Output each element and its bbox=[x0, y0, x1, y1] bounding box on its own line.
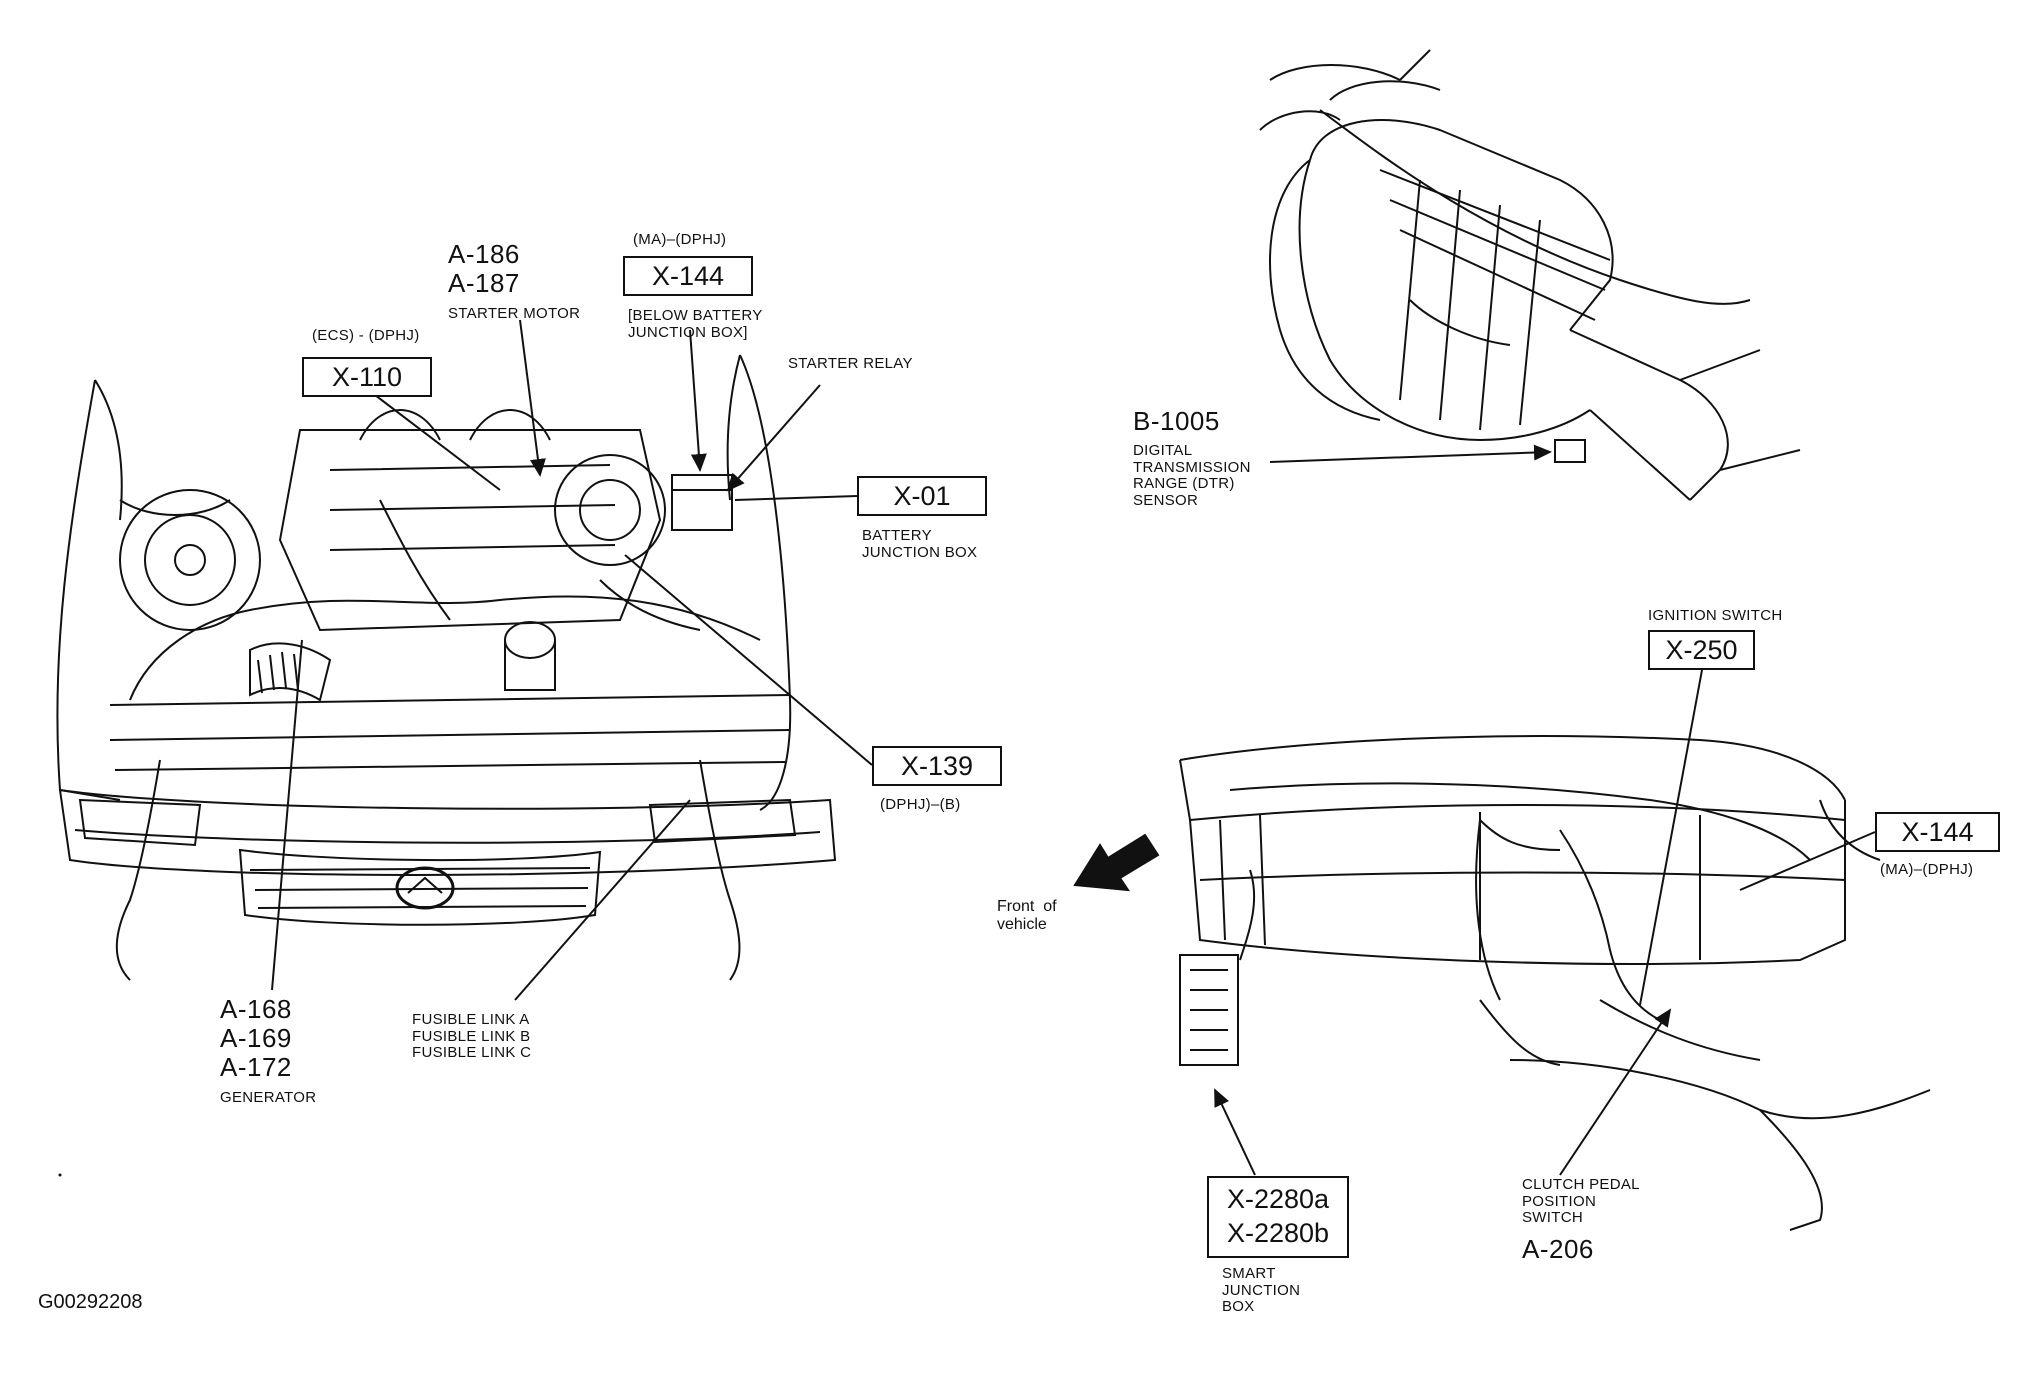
x144-right-connector-box: X-144 bbox=[1875, 812, 2000, 852]
x144-top-qualifier: (MA)–(DPHJ) bbox=[633, 231, 727, 248]
dtr-sensor-code: B-1005 bbox=[1133, 406, 1220, 436]
x2280b-code: X-2280b bbox=[1226, 1218, 1330, 1248]
x139-connector-box: X-139 bbox=[872, 746, 1002, 786]
generator-label: GENERATOR bbox=[220, 1089, 317, 1106]
clutch-pedal-switch-label: CLUTCH PEDAL POSITION SWITCH bbox=[1522, 1176, 1640, 1226]
x110-connector-box: X-110 bbox=[302, 357, 432, 397]
x139-qualifier: (DPHJ)–(B) bbox=[880, 796, 961, 813]
figure-id: G00292208 bbox=[38, 1291, 143, 1313]
stray-dot bbox=[58, 1173, 62, 1177]
front-of-vehicle-label: Front of vehicle bbox=[997, 898, 1057, 934]
x2280a-code: X-2280a bbox=[1226, 1184, 1330, 1215]
x01-connector-box: X-01 bbox=[857, 476, 987, 516]
smart-junction-box-label: SMART JUNCTION BOX bbox=[1222, 1265, 1301, 1315]
battery-junction-box-label: BATTERY JUNCTION BOX bbox=[862, 527, 978, 561]
dashboard-illustration bbox=[1179, 735, 1931, 1231]
starter-motor-label: STARTER MOTOR bbox=[448, 305, 581, 322]
x144-top-note: [BELOW BATTERY JUNCTION BOX] bbox=[628, 307, 763, 341]
dtr-sensor-label: DIGITAL TRANSMISSION RANGE (DTR) SENSOR bbox=[1133, 442, 1251, 509]
ignition-switch-label: IGNITION SWITCH bbox=[1648, 607, 1783, 624]
x2280-connector-box: X-2280a X-2280b bbox=[1207, 1176, 1349, 1258]
transmission-illustration bbox=[1259, 49, 1801, 501]
clutch-pedal-switch-code: A-206 bbox=[1522, 1234, 1594, 1264]
starter-relay-label: STARTER RELAY bbox=[788, 355, 913, 372]
starter-motor-codes: A-186 A-187 bbox=[448, 239, 520, 298]
generator-codes: A-168 A-169 A-172 bbox=[220, 994, 292, 1083]
x144-right-qualifier: (MA)–(DPHJ) bbox=[1880, 861, 1974, 878]
x250-connector-box: X-250 bbox=[1648, 630, 1755, 670]
front-arrow-icon bbox=[1073, 833, 1160, 892]
leader-lines bbox=[271, 319, 1876, 1176]
fusible-links-label: FUSIBLE LINK A FUSIBLE LINK B FUSIBLE LI… bbox=[412, 1011, 532, 1061]
engine-bay-illustration bbox=[56, 354, 837, 981]
x144-top-connector-box: X-144 bbox=[623, 256, 753, 296]
x110-qualifier: (ECS) - (DPHJ) bbox=[312, 327, 420, 344]
